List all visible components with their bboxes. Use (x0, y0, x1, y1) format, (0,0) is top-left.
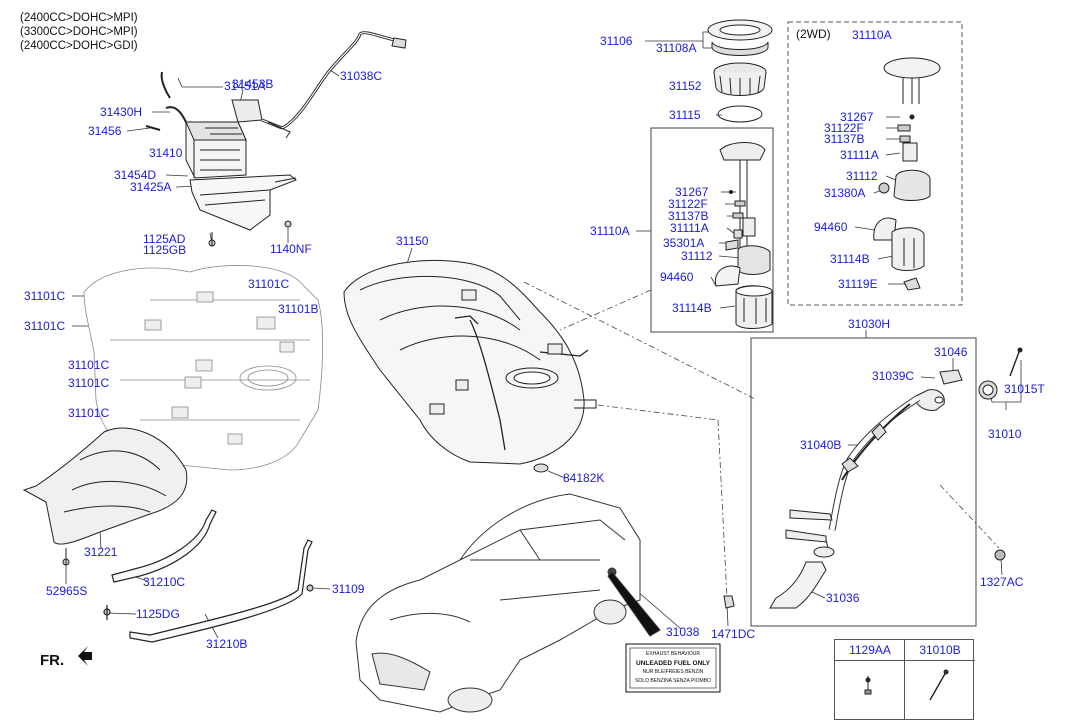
part-label-31108a[interactable]: 31108A (656, 41, 697, 55)
part-label-31115[interactable]: 31115 (669, 108, 701, 122)
part-label-31267-2wd[interactable]: 31267 (840, 110, 874, 124)
part-label-31038[interactable]: 31038 (666, 625, 700, 639)
box-filler-neck (750, 337, 977, 627)
part-label-31101c[interactable]: 31101C (24, 319, 66, 333)
part-label-31101b[interactable]: 31101B (278, 302, 319, 316)
filler-neck-parts (769, 347, 1023, 609)
part-label-1471dc[interactable]: 1471DC (711, 627, 756, 641)
part-label-35301a[interactable]: 35301A (663, 236, 705, 250)
part-label-94460-2wd[interactable]: 94460 (814, 220, 848, 234)
legend-header-1129aa[interactable]: 1129AA (835, 640, 905, 661)
fuel-label-line: SOLO BENZINA SENZA PIOMBO (635, 678, 711, 684)
part-label-31451a[interactable]: 31451A (224, 79, 266, 93)
part-label-31046[interactable]: 31046 (934, 345, 968, 359)
engine-line-2: (3300CC>DOHC>MPI) (20, 26, 138, 38)
part-label-94460[interactable]: 94460 (660, 270, 694, 284)
engine-line-3: (2400CC>DOHC>GDI) (20, 40, 138, 52)
part-label-31038c[interactable]: 31038C (340, 69, 383, 83)
part-label-31110a-2wd[interactable]: 31110A (852, 28, 892, 42)
fuel-tank (343, 259, 597, 473)
fuel-label-text: EXHAUST BEHAVIOUR UNLEADED FUEL ONLY NUR… (632, 650, 714, 686)
part-label-31380a-2wd[interactable]: 31380A (824, 186, 866, 200)
pump-module-parts (714, 142, 773, 329)
part-label-31137b[interactable]: 31137B (668, 209, 709, 223)
part-label-31111a[interactable]: 31111A (670, 221, 709, 235)
fuel-label-line: EXHAUST BEHAVIOUR (646, 651, 700, 657)
part-label-31101c[interactable]: 31101C (68, 406, 110, 420)
fuel-label-line: NUR BLEIFREIES BENZIN (642, 669, 704, 675)
front-indicator: FR. (40, 652, 65, 669)
connector-lines (523, 281, 1000, 599)
part-label-31410[interactable]: 31410 (149, 146, 183, 160)
part-label-31430h[interactable]: 31430H (100, 105, 143, 119)
part-label-31030h[interactable]: 31030H (848, 317, 891, 331)
canister-group (145, 31, 407, 247)
fr-arrow-icon (78, 646, 92, 666)
legend-header-31010b[interactable]: 31010B (905, 640, 975, 661)
clip-1471dc (723, 595, 735, 609)
part-label-31150[interactable]: 31150 (396, 234, 429, 248)
fuel-label-sticker (625, 643, 721, 693)
box-2wd (787, 21, 963, 306)
part-label-31425a[interactable]: 31425A (130, 180, 172, 194)
part-label-52965s[interactable]: 52965S (46, 584, 88, 598)
pump-top-parts (707, 19, 773, 123)
part-label-31112[interactable]: 31112 (681, 249, 713, 263)
part-label-31101c[interactable]: 31101C (68, 376, 110, 390)
part-label-31210b[interactable]: 31210B (206, 637, 248, 651)
part-label-31152[interactable]: 31152 (669, 79, 702, 93)
part-label-31106[interactable]: 31106 (600, 34, 633, 48)
tank-straps (103, 509, 314, 643)
part-label-31039c[interactable]: 31039C (872, 369, 915, 383)
part-label-31110a[interactable]: 31110A (590, 224, 630, 238)
part-label-31111a-2wd[interactable]: 31111A (840, 148, 879, 162)
part-label-1327ac[interactable]: 1327AC (980, 575, 1024, 589)
part-label-31036[interactable]: 31036 (826, 591, 860, 605)
part-label-31210c[interactable]: 31210C (143, 575, 186, 589)
part-label-31122f-2wd[interactable]: 31122F (824, 121, 864, 135)
part-label-31267[interactable]: 31267 (675, 185, 709, 199)
part-label-31101c[interactable]: 31101C (24, 289, 66, 303)
part-label-84182k[interactable]: 84182K (563, 471, 605, 485)
box-2wd-title: (2WD) (796, 27, 831, 41)
part-label-31122f[interactable]: 31122F (668, 197, 708, 211)
part-label-31040b[interactable]: 31040B (800, 438, 842, 452)
part-label-1140nf[interactable]: 1140NF (270, 242, 312, 256)
part-label-31454d[interactable]: 31454D (114, 168, 157, 182)
part-label-31221[interactable]: 31221 (84, 545, 118, 559)
part-label-31114b-2wd[interactable]: 31114B (830, 252, 870, 266)
part-label-31456[interactable]: 31456 (88, 124, 122, 138)
engine-line-1: (2400CC>DOHC>MPI) (20, 12, 138, 24)
pump-2wd-parts (873, 57, 941, 291)
part-label-31015t[interactable]: 31015T (1004, 382, 1045, 396)
part-label-31010[interactable]: 31010 (988, 427, 1022, 441)
part-label-31101c[interactable]: 31101C (248, 277, 290, 291)
part-label-31137b-2wd[interactable]: 31137B (824, 132, 865, 146)
part-label-31114b[interactable]: 31114B (672, 301, 712, 315)
part-label-1125gb[interactable]: 1125GB (143, 243, 187, 257)
part-label-31109[interactable]: 31109 (332, 582, 365, 596)
tank-heat-shield (22, 427, 188, 566)
part-label-1125dg[interactable]: 1125DG (136, 607, 180, 621)
box-pump-module (650, 127, 774, 333)
fuel-label-line: UNLEADED FUEL ONLY (635, 660, 711, 667)
legend-table-icons (864, 669, 949, 701)
part-label-31112-2wd[interactable]: 31112 (846, 169, 878, 183)
legend-table: 1129AA 31010B (834, 639, 975, 720)
suv-vehicle (355, 493, 661, 713)
underbody-shield (83, 265, 323, 471)
part-label-31453b[interactable]: 31453B (232, 77, 274, 91)
part-label-31101c[interactable]: 31101C (68, 358, 110, 372)
part-label-1125ad[interactable]: 1125AD (143, 232, 186, 246)
part-label-31119e-2wd[interactable]: 31119E (838, 277, 878, 291)
